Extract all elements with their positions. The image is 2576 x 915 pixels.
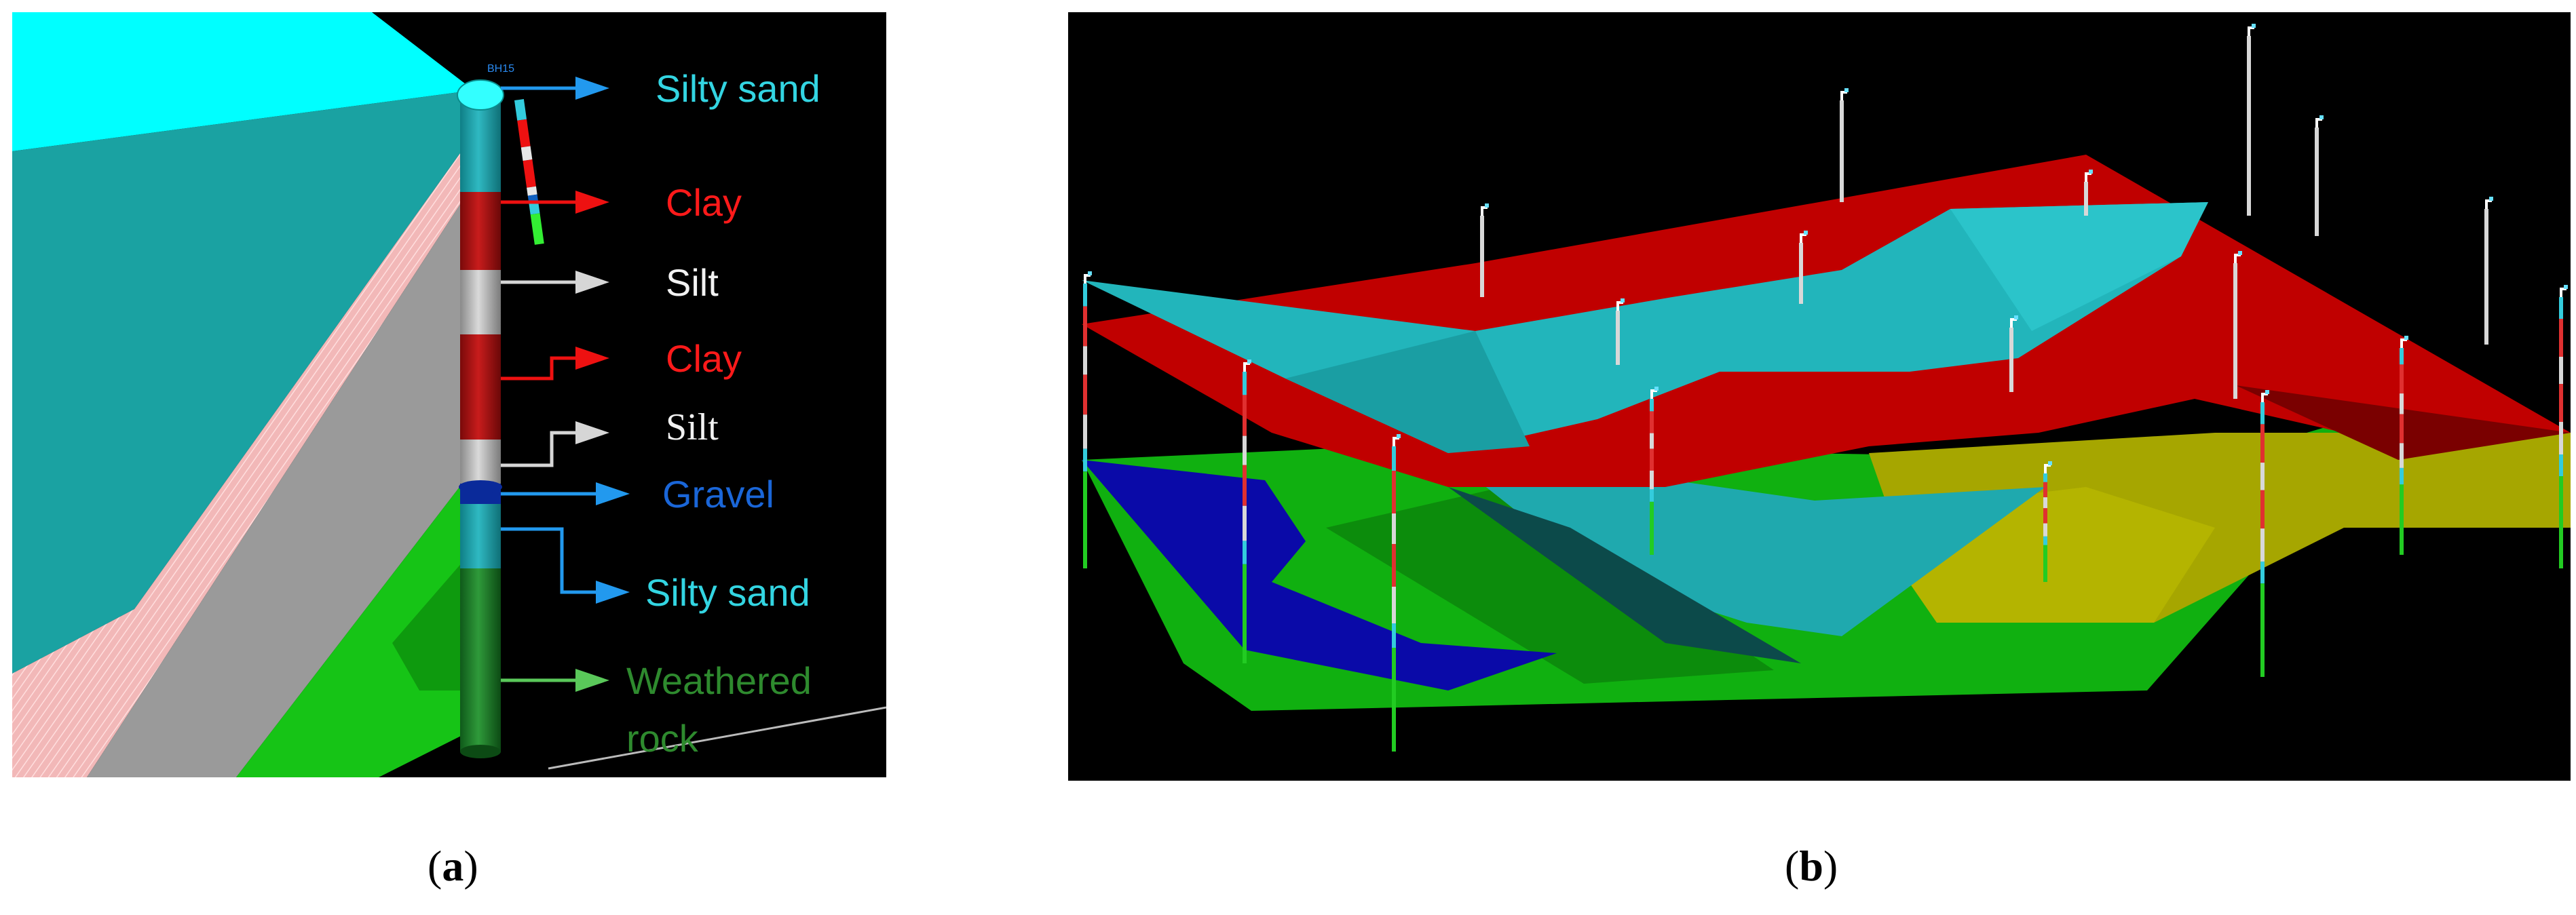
borehole-10 (2009, 315, 2018, 392)
silty-sand-top-facet (1285, 331, 1530, 453)
borehole-6 (1650, 387, 1659, 555)
arrow-gravel (501, 482, 630, 505)
caption-b: (b) (1785, 841, 1838, 891)
borehole-16 (2400, 336, 2408, 555)
label-weathered-rock-line1: Weathered (626, 659, 812, 702)
label-silty-sand-top: Silty sand (656, 67, 820, 110)
label-clay-2: Clay (666, 337, 742, 380)
arrow-silt-1 (501, 271, 609, 294)
borehole-15 (2260, 390, 2269, 677)
borehole-cap (457, 79, 504, 111)
panel-b-canvas (1082, 24, 2571, 752)
borehole-3 (1392, 434, 1401, 752)
borehole-18 (2559, 285, 2568, 568)
caption-b-close: ) (1823, 842, 1838, 890)
silt-grey-surface (87, 178, 480, 777)
borehole-4 (1480, 203, 1489, 297)
caption-a-open: ( (428, 842, 442, 890)
arrow-clay-1 (501, 191, 609, 214)
mini-borehole-log (514, 99, 544, 245)
borehole-8 (2043, 461, 2052, 582)
borehole-12 (2315, 115, 2324, 236)
caption-a-close: ) (463, 842, 478, 890)
silty-sand-top-facet-2 (1950, 202, 2208, 331)
borehole-7 (1840, 88, 1849, 202)
borehole-2 (1243, 359, 1251, 663)
weathered-rock-surface (236, 460, 484, 777)
silty-sand-lower-wedge (1435, 446, 2045, 636)
label-silt-1: Silt (666, 261, 719, 304)
arrow-weathered-rock (501, 669, 609, 692)
label-clay-1: Clay (666, 181, 742, 224)
boreholes-group (1083, 24, 2568, 752)
arrow-silt-2 (501, 421, 609, 467)
borehole-14 (2233, 251, 2242, 399)
arrow-clay-2 (501, 347, 609, 381)
caption-a-letter: a (442, 842, 464, 890)
label-gravel: Gravel (662, 473, 774, 515)
borehole-column (457, 79, 504, 758)
arrow-silty-sand-bottom (501, 527, 630, 604)
panel-a-canvas: BH15 (12, 12, 886, 777)
panel-b-3d-geological-model (1068, 12, 2571, 781)
label-weathered-rock-line2: rock (626, 717, 699, 760)
borehole-1 (1083, 271, 1092, 568)
arrow-silty-sand-top (501, 77, 609, 100)
panel-a-borehole-closeup: BH15 (12, 12, 886, 777)
borehole-9 (1799, 231, 1808, 304)
borehole-13 (2084, 170, 2093, 216)
label-silt-2: Silt (666, 406, 719, 448)
silty-sand-dark-wedge (1448, 487, 1801, 663)
silty-sand-top-surface (12, 12, 474, 151)
ground-edge-line (548, 706, 886, 770)
borehole-id: BH15 (487, 63, 514, 75)
clay-hatched-surface (12, 134, 477, 777)
label-silty-sand-bottom: Silty sand (645, 571, 810, 614)
caption-b-open: ( (1785, 842, 1800, 890)
gravel-layer (1082, 460, 1557, 690)
borehole-5 (1616, 298, 1625, 365)
caption-a: (a) (428, 841, 478, 891)
weathered-rock-shadow (392, 541, 480, 690)
caption-b-letter: b (1799, 842, 1823, 890)
borehole-17 (2484, 197, 2493, 345)
silty-sand-side-surface (12, 90, 474, 674)
borehole-11 (2247, 24, 2256, 216)
